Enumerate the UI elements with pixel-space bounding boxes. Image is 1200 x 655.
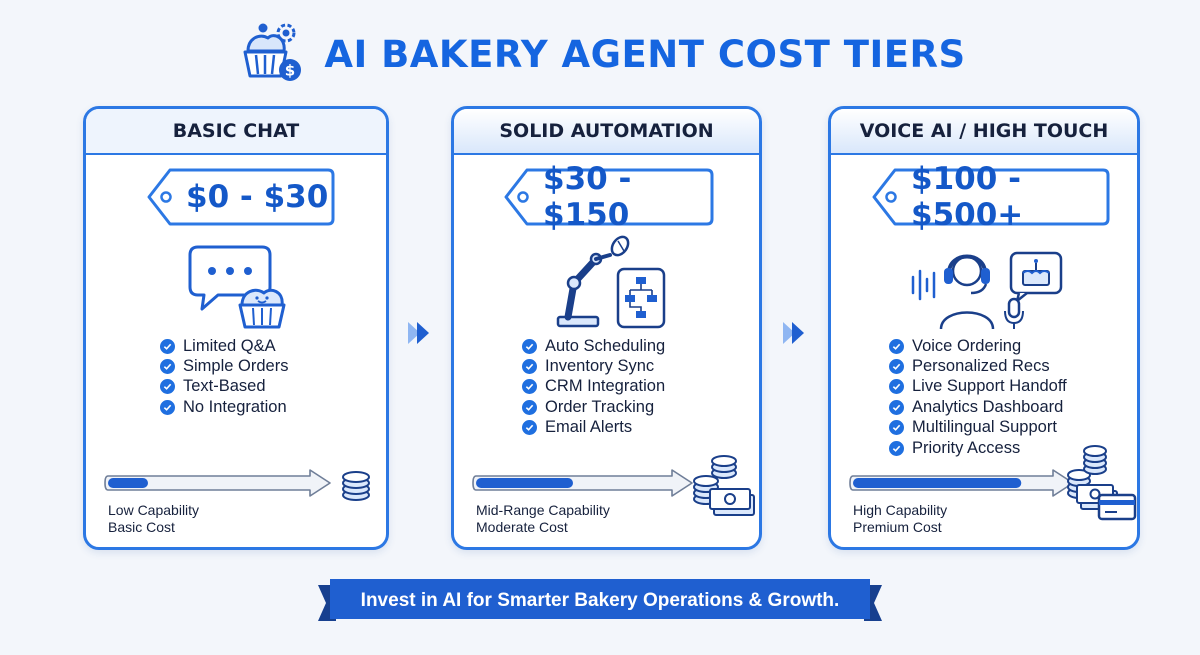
tier-card-basic-chat: BASIC CHAT $0 - $30 Limited Q&A Simple O… [83,106,389,550]
price-tag: $30 - $150 [503,161,715,233]
list-item: Analytics Dashboard [889,397,1067,417]
list-item: Order Tracking [522,397,665,417]
list-item: Inventory Sync [522,356,665,376]
headset-voice-cake-icon [911,251,1063,330]
banner-text: Invest in AI for Smarter Bakery Operatio… [360,590,840,611]
tier-title: SOLID AUTOMATION [454,109,759,155]
check-icon [160,359,175,375]
capability-bar [104,469,331,497]
capability-bar [849,469,1074,497]
capability-bar-fill [853,478,1022,488]
robot-arm-tablet-icon [556,235,666,329]
check-icon [889,379,904,395]
feature-text: Inventory Sync [545,357,655,376]
feature-list: Voice Ordering Personalized Recs Live Su… [889,336,1067,458]
chevron-right-icon [408,322,429,344]
price-label: $0 - $30 [186,179,329,215]
list-item: No Integration [160,397,288,417]
check-icon [160,399,175,415]
list-item: Priority Access [889,438,1067,458]
feature-list: Auto Scheduling Inventory Sync CRM Integ… [522,336,665,438]
header: $ AI BAKERY AGENT COST TIERS [0,18,1200,90]
feature-text: Text-Based [183,377,266,396]
price-label: $100 - $500+ [911,161,1024,233]
check-icon [522,359,537,375]
capability-bar-fill [108,478,148,488]
tier-card-voice-ai: VOICE AI / HIGH TOUCH $100 - $500+ Voice… [828,106,1140,550]
feature-text: Order Tracking [545,397,655,416]
list-item: Limited Q&A [160,336,288,356]
svg-text:$: $ [285,62,295,80]
check-icon [889,440,904,456]
list-item: Multilingual Support [889,418,1067,438]
feature-text: Analytics Dashboard [912,397,1064,416]
coin-stack-icon [342,471,370,501]
cupcake-gear-dollar-icon: $ [243,23,302,81]
capability-label: High Capability [853,502,948,518]
list-item: Voice Ordering [889,336,1067,356]
check-icon [522,338,537,354]
list-item: CRM Integration [522,377,665,397]
price-tag: $100 - $500+ [871,161,1111,233]
check-icon [889,359,904,375]
feature-text: Priority Access [912,438,1021,457]
list-item: Personalized Recs [889,356,1067,376]
cost-label: Basic Cost [108,519,175,535]
check-icon [522,420,537,436]
feature-text: Simple Orders [183,357,289,376]
list-item: Live Support Handoff [889,377,1067,397]
check-icon [522,399,537,415]
tier-title: VOICE AI / HIGH TOUCH [831,109,1137,155]
tier-card-solid-automation: SOLID AUTOMATION $30 - $150 Auto Schedul… [451,106,762,550]
list-item: Auto Scheduling [522,336,665,356]
feature-text: Voice Ordering [912,336,1022,355]
check-icon [889,338,904,354]
capability-bar [472,469,693,497]
bottom-banner: Invest in AI for Smarter Bakery Operatio… [318,577,882,625]
list-item: Text-Based [160,377,288,397]
capability-label: Low Capability [108,502,200,518]
capability-caption: Low Capability Basic Cost [108,502,199,536]
cost-label: Moderate Cost [476,519,568,535]
tier-title: BASIC CHAT [86,109,386,155]
capability-bar-fill [476,478,573,488]
check-icon [522,379,537,395]
feature-text: No Integration [183,397,287,416]
capability-label: Mid-Range Capability [476,502,610,518]
feature-text: Multilingual Support [912,418,1057,437]
coins-cash-card-icon [1067,445,1137,521]
feature-text: CRM Integration [545,377,666,396]
coins-and-cash-icon [693,455,755,516]
capability-caption: Mid-Range Capability Moderate Cost [476,502,610,536]
check-icon [889,399,904,415]
feature-text: Email Alerts [545,418,633,437]
feature-text: Auto Scheduling [545,336,666,355]
check-icon [160,379,175,395]
price-label: $30 - $150 [543,161,632,233]
chat-bubble-cupcake-icon [188,245,286,329]
price-tag: $0 - $30 [146,167,336,227]
feature-text: Personalized Recs [912,357,1050,376]
chevron-right-icon [783,322,804,344]
capability-caption: High Capability Premium Cost [853,502,947,536]
cost-label: Premium Cost [853,519,942,535]
check-icon [889,420,904,436]
list-item: Simple Orders [160,356,288,376]
feature-text: Live Support Handoff [912,377,1067,396]
check-icon [160,338,175,354]
page-title: AI BAKERY AGENT COST TIERS [324,32,966,76]
list-item: Email Alerts [522,418,665,438]
feature-text: Limited Q&A [183,336,276,355]
feature-list: Limited Q&A Simple Orders Text-Based No … [160,336,288,418]
